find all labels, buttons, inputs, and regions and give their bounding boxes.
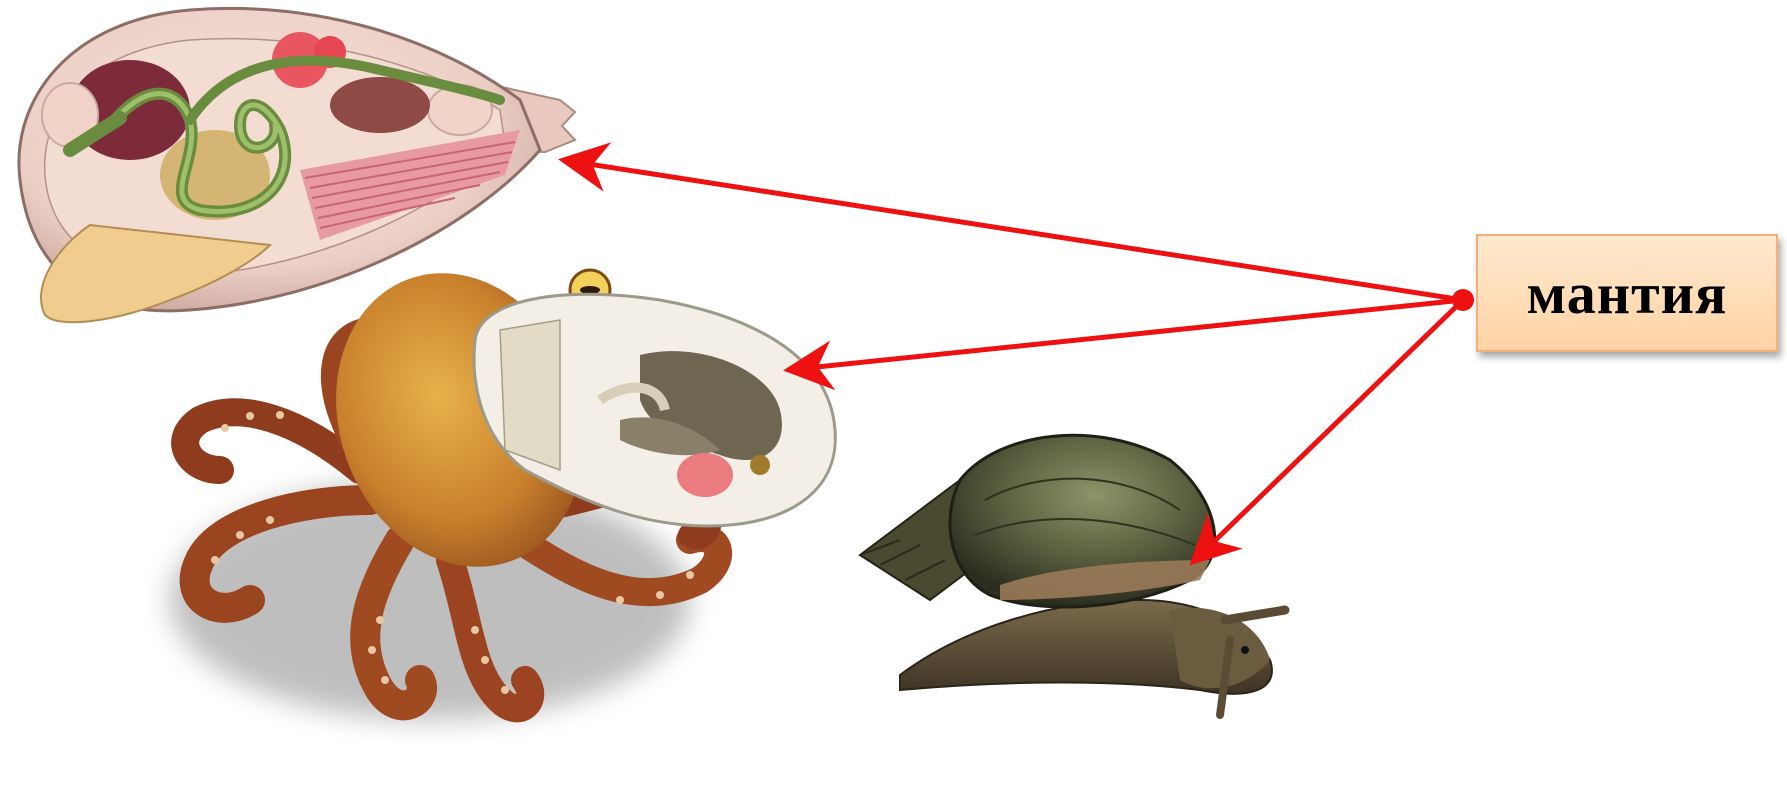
mantle-label-box: мантия [1476,234,1778,352]
octopus-illustration [170,238,835,720]
arrow-to-snail-mantle [1193,300,1463,562]
snail-illustration [860,435,1285,715]
arrow-to-bivalve-mantle [563,160,1463,300]
mantle-label-text: мантия [1527,260,1728,327]
arrow-to-octopus-mantle [788,300,1463,370]
bivalve-illustration [19,8,575,322]
